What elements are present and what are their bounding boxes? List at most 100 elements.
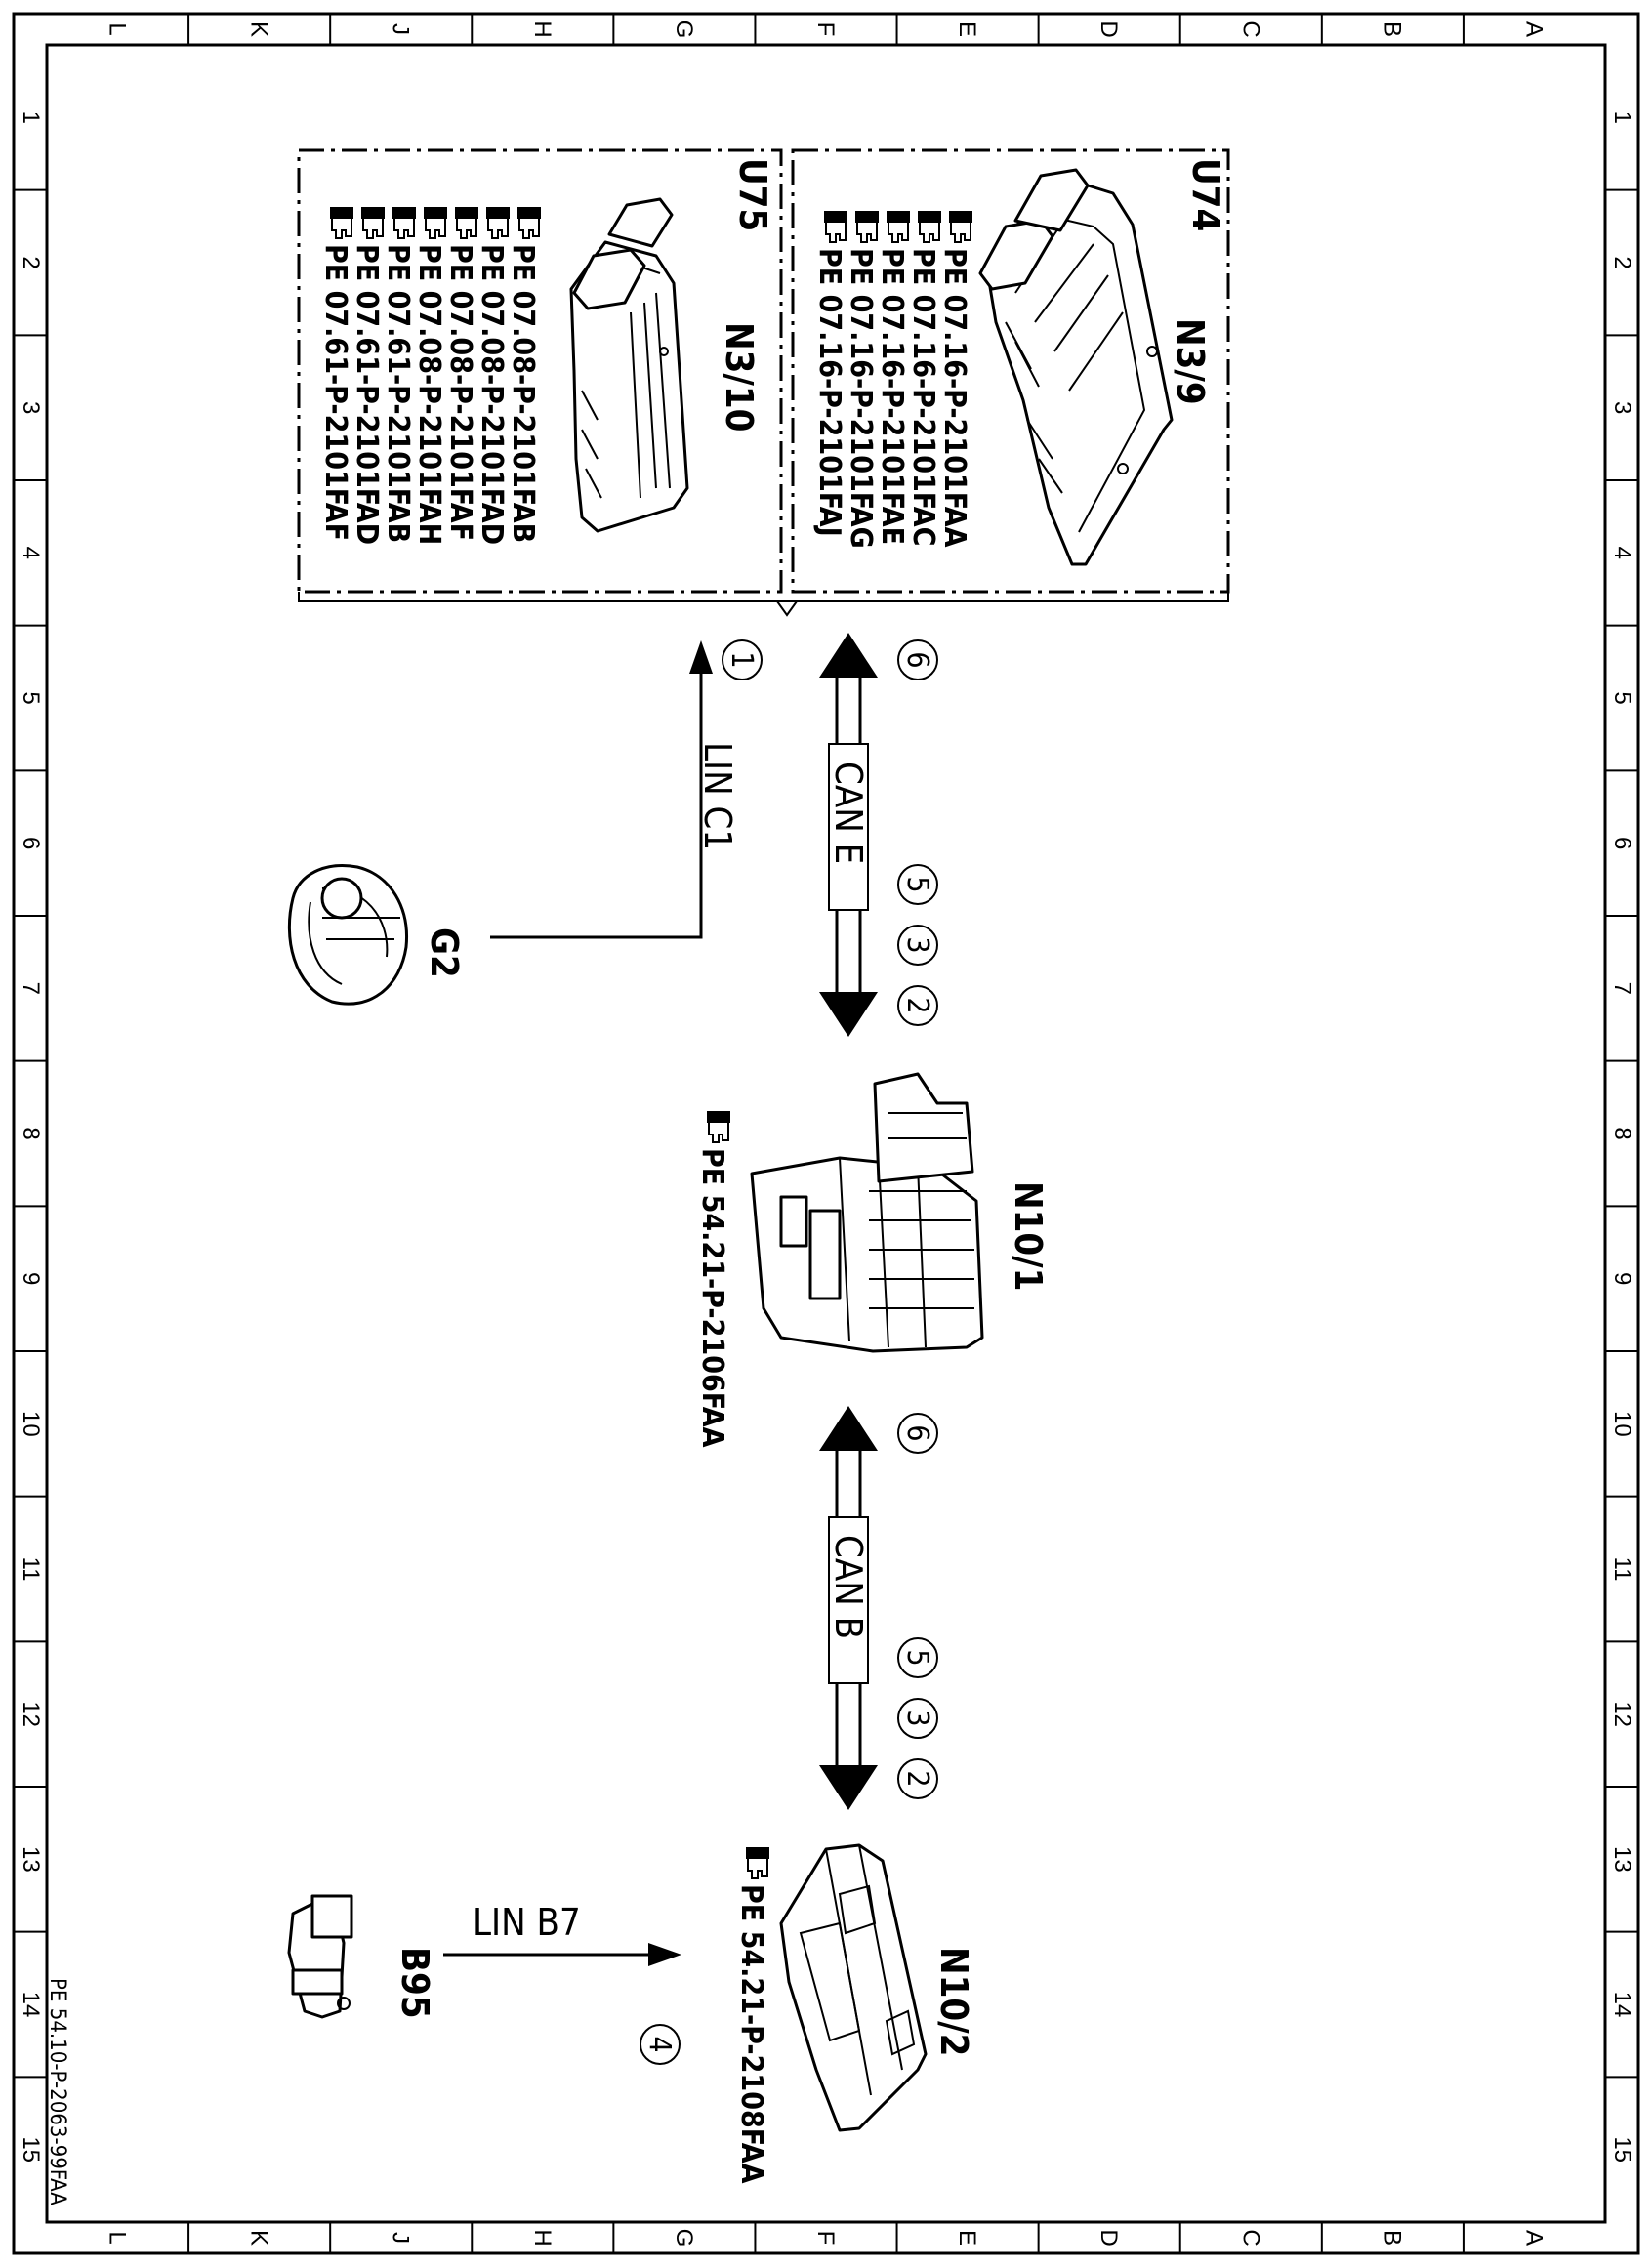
marker-circle: 5 — [897, 864, 938, 905]
arrow-head-icon — [689, 640, 713, 674]
can-b-bus: CAN B 6 5 3 2 — [819, 1406, 938, 1810]
u74-ref-2: PE 07.16-P-2101FAC — [906, 211, 941, 546]
outer-frame — [12, 12, 1640, 2255]
n3-9-label: N3/9 — [1169, 318, 1212, 405]
group-bracket — [298, 592, 1229, 617]
u75-ref-7: PE 07.61-P-2101FAF — [318, 207, 353, 541]
grid-row-label: 8 — [1609, 1127, 1635, 1139]
marker-number: 3 — [900, 1710, 934, 1726]
marker-circle: 2 — [897, 985, 938, 1026]
grid-column-label: F — [812, 22, 839, 37]
grid-column-label: C — [1237, 2229, 1263, 2246]
manual-reference-icon — [330, 207, 353, 239]
u75-label: U75 — [731, 158, 774, 231]
can-e-label-box — [828, 743, 869, 911]
n10-1-label: N10/1 — [1007, 1181, 1050, 1291]
grid-row-label: 4 — [18, 547, 44, 559]
u75-references: PE 07.08-P-2101FAB PE 07.08-P-2101FAD PE… — [318, 207, 541, 545]
footer-reference: PE 54.10-P-2063-99FAA — [45, 1978, 69, 2205]
grid-row-label: 10 — [18, 1411, 44, 1437]
u75-ref-5: PE 07.61-P-2101FAB — [381, 207, 416, 543]
grid-row-label: 15 — [18, 2136, 44, 2163]
n3-10-label: N3/10 — [718, 322, 761, 432]
grid-column-label: K — [246, 21, 272, 37]
can-b-label: CAN B — [827, 1535, 870, 1639]
grid-row-label: 6 — [18, 837, 44, 849]
grid-row-label: 9 — [18, 1272, 44, 1285]
grid-row-label: 14 — [18, 1992, 44, 2018]
grid-column-label: F — [812, 2231, 839, 2246]
grid-column-label: G — [671, 2229, 697, 2247]
u75-ref-text: PE 07.08-P-2101FAD — [475, 244, 509, 545]
arrow-down-icon — [819, 1765, 878, 1810]
u75-ref-2: PE 07.08-P-2101FAD — [475, 207, 510, 545]
marker-circle: 4 — [640, 2024, 681, 2065]
u75-ref-text: PE 07.08-P-2101FAF — [443, 244, 477, 541]
u74-ref-text: PE 07.16-P-2101FAA — [937, 248, 971, 548]
u74-ref-5: PE 07.16-P-2101FAJ — [812, 211, 847, 537]
grid-column-label: L — [104, 2231, 131, 2244]
marker-number: 5 — [900, 876, 934, 892]
u74-ref-text: PE 07.16-P-2101FAG — [844, 248, 878, 549]
n10-2-reference: PE 54.21-P-2108FAA — [734, 1847, 769, 2184]
marker-circle: 2 — [897, 1758, 938, 1799]
marker-number: 5 — [900, 1649, 934, 1666]
u75-ref-4: PE 07.08-P-2101FAH — [412, 207, 447, 545]
can-b-label-box — [828, 1516, 869, 1684]
marker-circle: 5 — [897, 1637, 938, 1678]
b95-sensor-icon — [287, 1894, 353, 2019]
marker-number: 6 — [900, 1424, 934, 1441]
grid-column-label: B — [1379, 21, 1405, 37]
manual-reference-icon — [918, 211, 941, 243]
arrow-up-icon — [819, 633, 878, 678]
manual-reference-icon — [361, 207, 385, 239]
grid-row-label: 2 — [18, 256, 44, 268]
manual-reference-icon — [824, 211, 847, 243]
grid-row-label: 7 — [1609, 982, 1635, 995]
grid-column-label: A — [1520, 2230, 1547, 2246]
u74-ref-4: PE 07.16-P-2101FAG — [844, 211, 879, 549]
marker-number: 6 — [900, 651, 934, 668]
grid-row-label: 8 — [18, 1127, 44, 1139]
u75-ref-3: PE 07.08-P-2101FAF — [443, 207, 478, 541]
n10-1-ref-text: PE 54.21-P-2106FAA — [695, 1148, 729, 1448]
b95-label: B95 — [393, 1947, 436, 2019]
u75-ref-text: PE 07.08-P-2101FAH — [412, 244, 446, 545]
grid-column-label: E — [954, 2230, 980, 2246]
grid-row-label: 6 — [1609, 837, 1635, 849]
u74-ref-text: PE 07.16-P-2101FAJ — [812, 248, 847, 537]
manual-reference-icon — [392, 207, 416, 239]
marker-number: 3 — [900, 936, 934, 953]
marker-number: 2 — [900, 997, 934, 1013]
u75-ref-text: PE 07.61-P-2101FAD — [350, 244, 384, 545]
grid-row-label: 4 — [1609, 547, 1635, 559]
grid-row-label: 5 — [18, 691, 44, 704]
g2-generator-icon — [287, 864, 409, 1006]
grid-row-label: 2 — [1609, 256, 1635, 268]
lin-b7-label: LIN B7 — [473, 1901, 581, 1944]
grid-row-label: 15 — [1609, 2136, 1635, 2163]
u75-ref-6: PE 07.61-P-2101FAD — [350, 207, 385, 545]
manual-reference-icon — [746, 1847, 769, 1879]
grid-row-label: 1 — [18, 111, 44, 124]
u74-group: U74 N3/9 PE 07.16-P-2101FAA PE 07.16-P-2… — [791, 148, 1230, 594]
manual-reference-icon — [486, 207, 510, 239]
can-e-bus: CAN E 6 5 3 2 — [819, 633, 938, 1037]
grid-column-label: K — [246, 2230, 272, 2246]
marker-circle: 3 — [897, 925, 938, 966]
grid-row-label: 11 — [18, 1557, 44, 1582]
grid-row-label: 13 — [1609, 1846, 1635, 1873]
u75-ref-text: PE 07.08-P-2101FAB — [506, 244, 540, 543]
manual-reference-icon — [887, 211, 910, 243]
manual-reference-icon — [949, 211, 972, 243]
can-e-label: CAN E — [827, 762, 870, 864]
u74-ref-text: PE 07.16-P-2101FAE — [875, 248, 909, 545]
marker-circle: 6 — [897, 1413, 938, 1454]
n10-1-module-icon — [750, 1072, 984, 1353]
grid-column-label: D — [1095, 21, 1122, 37]
u74-ref-3: PE 07.16-P-2101FAE — [875, 211, 910, 545]
marker-number: 4 — [642, 2036, 677, 2052]
grid-row-label: 7 — [18, 982, 44, 995]
u74-ref-1: PE 07.16-P-2101FAA — [937, 211, 972, 548]
